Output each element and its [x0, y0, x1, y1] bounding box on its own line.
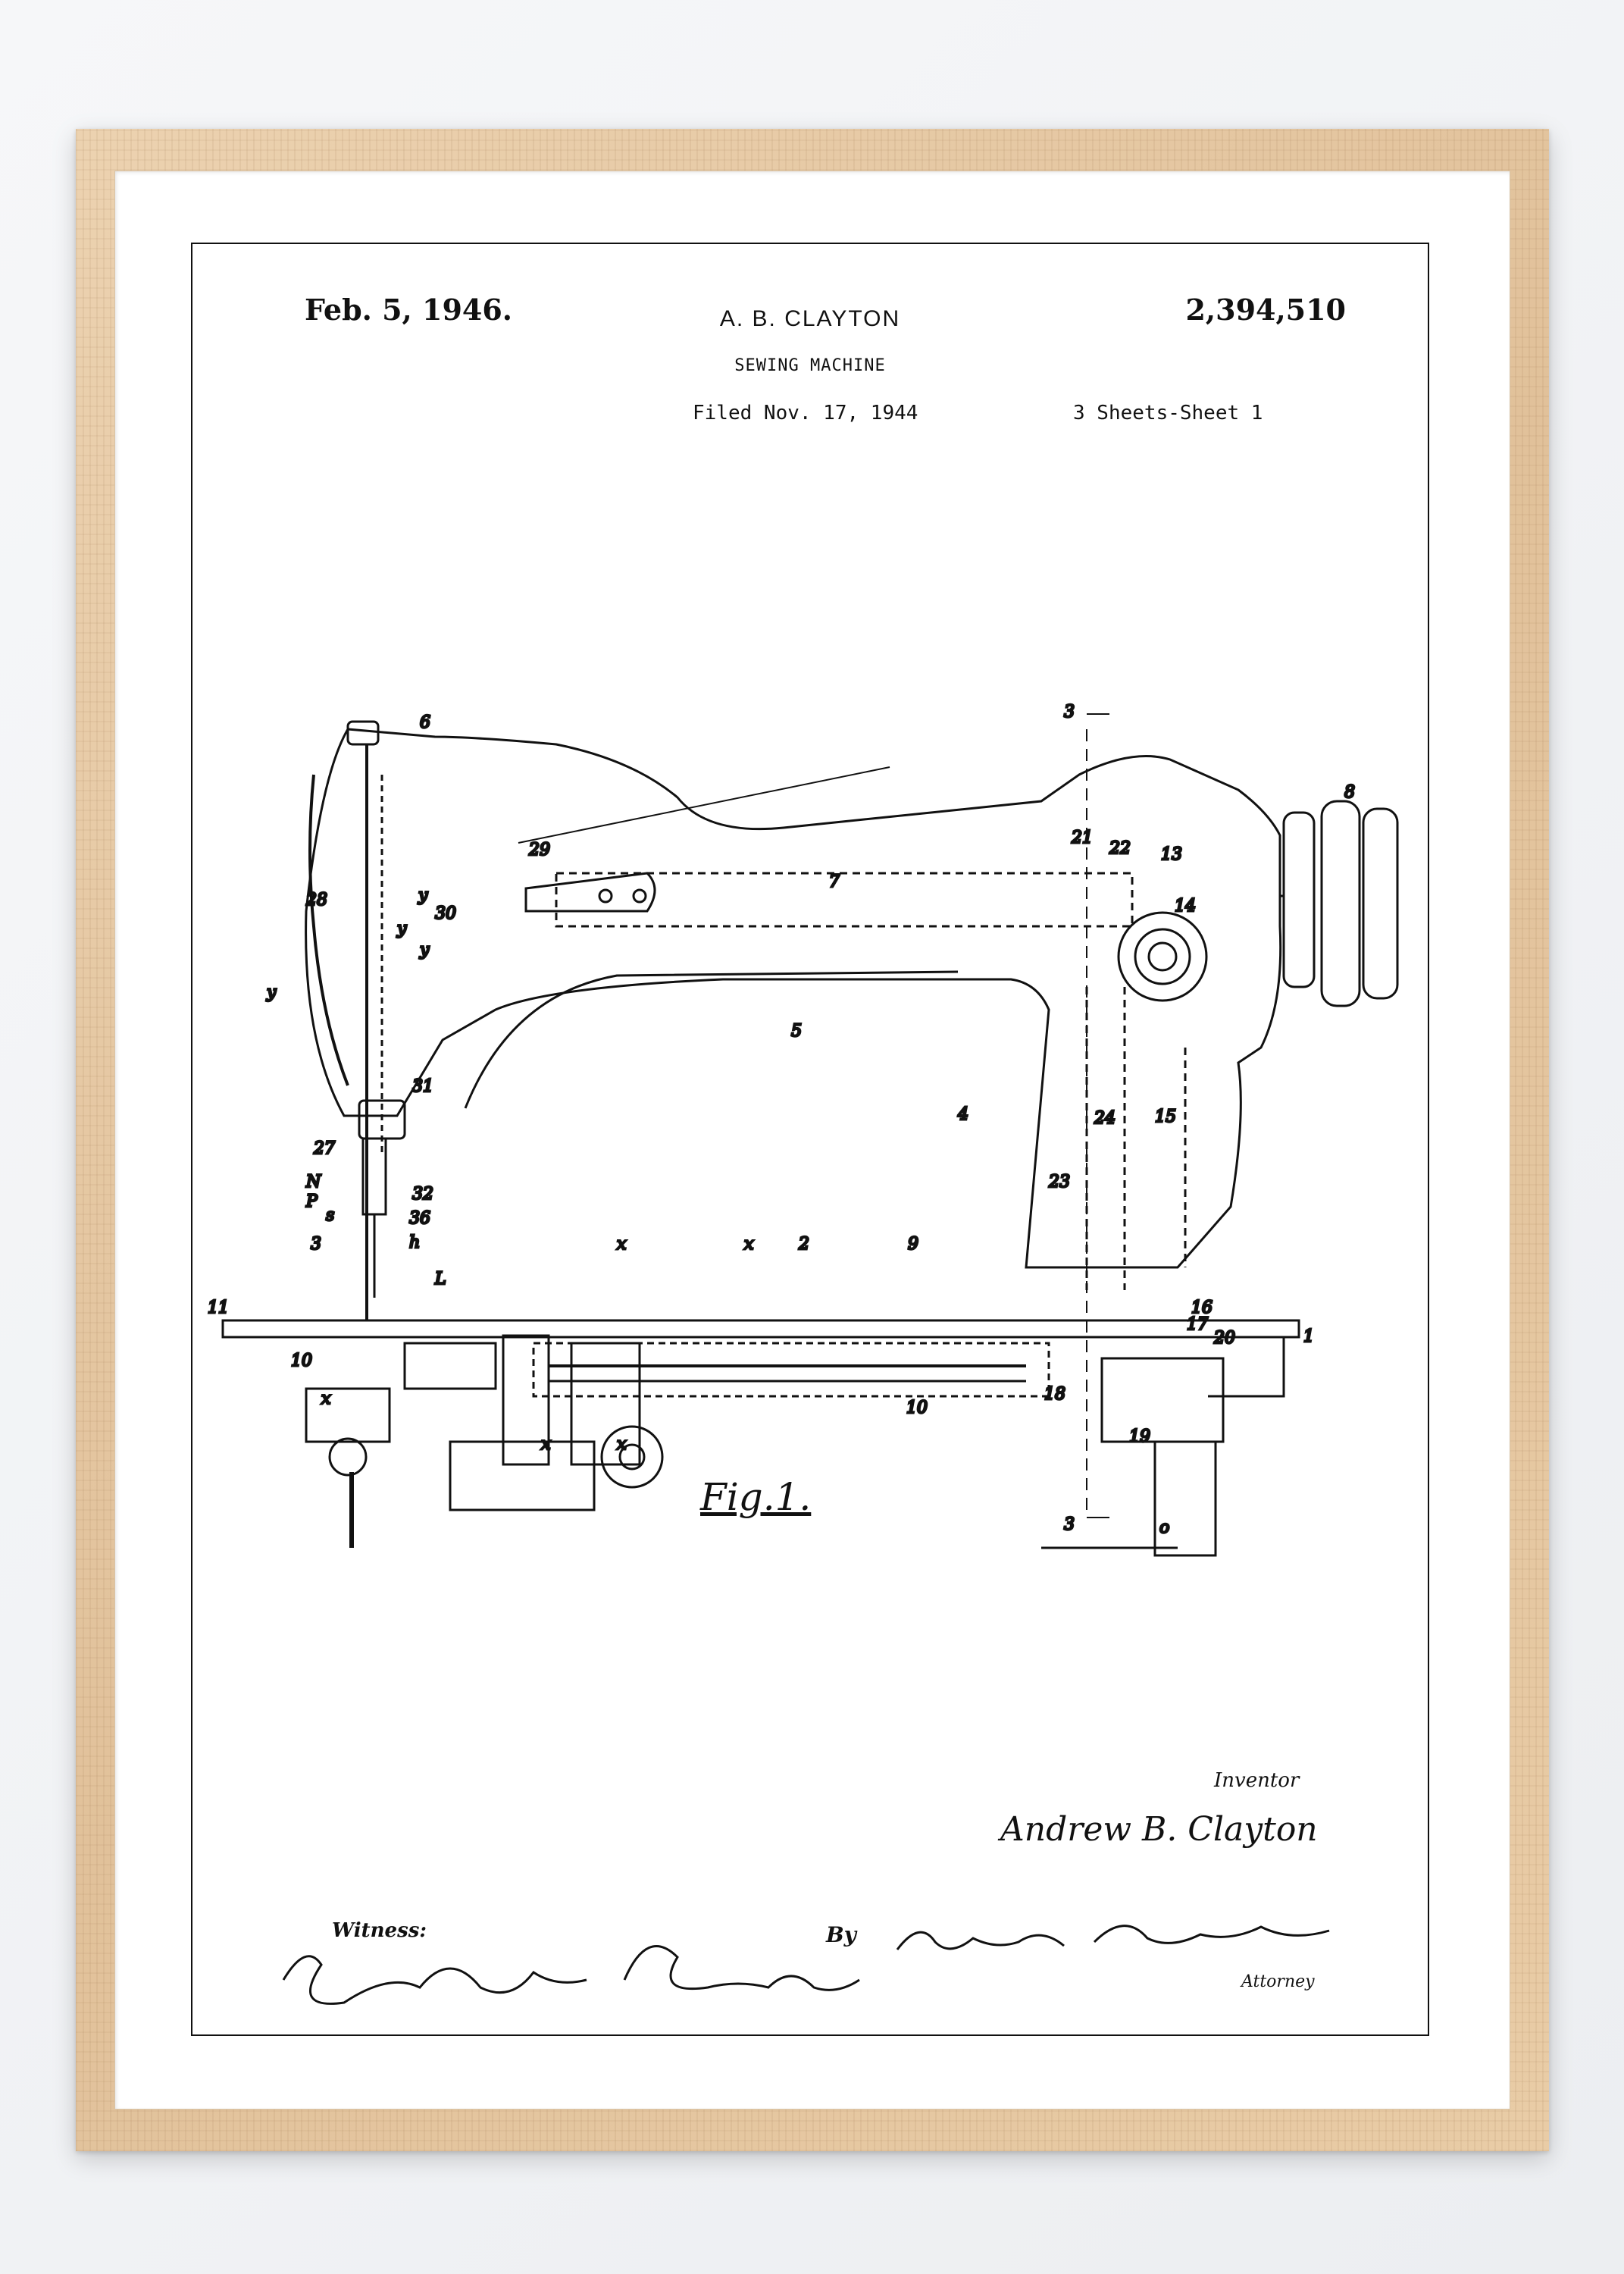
patent-number: 2,394,510 — [1185, 293, 1346, 327]
inventor-heading: A. B. CLAYTON — [719, 306, 901, 331]
svg-text:x: x — [617, 1435, 627, 1454]
patent-sheet: Feb. 5, 1946. A. B. CLAYTON 2,394,510 SE… — [191, 243, 1429, 2036]
svg-text:17: 17 — [1187, 1315, 1208, 1334]
attorney-signature — [896, 1925, 1330, 1950]
svg-text:x: x — [541, 1435, 551, 1454]
filed-date: Filed Nov. 17, 1944 — [693, 402, 918, 424]
svg-text:3: 3 — [311, 1235, 321, 1254]
svg-text:10: 10 — [291, 1352, 312, 1370]
presser-bar-cap — [346, 720, 380, 746]
svg-text:14: 14 — [1175, 897, 1196, 916]
svg-text:L: L — [434, 1270, 446, 1289]
svg-text:30: 30 — [435, 904, 456, 923]
svg-text:1: 1 — [1303, 1327, 1314, 1346]
inventor-signature: Andrew B. Clayton — [1000, 1810, 1318, 1849]
svg-text:16: 16 — [1191, 1298, 1213, 1317]
svg-text:20: 20 — [1213, 1329, 1235, 1348]
reference-numerals: 3 3 6 8 7 21 22 13 14 5 4 24 15 23 29 30… — [207, 702, 1356, 1539]
svg-text:31: 31 — [412, 1077, 433, 1096]
svg-text:x: x — [321, 1389, 331, 1408]
svg-text:21: 21 — [1071, 828, 1093, 847]
svg-text:x: x — [617, 1235, 627, 1254]
svg-text:23: 23 — [1048, 1173, 1070, 1192]
hand-wheel — [1280, 800, 1399, 1007]
svg-text:19: 19 — [1129, 1427, 1150, 1446]
svg-text:4: 4 — [957, 1105, 968, 1124]
svg-text:29: 29 — [528, 841, 550, 860]
witness-signature — [282, 1944, 860, 2005]
svg-text:P: P — [305, 1192, 318, 1211]
svg-text:13: 13 — [1161, 845, 1182, 864]
patent-title: SEWING MACHINE — [734, 356, 886, 375]
svg-text:3: 3 — [1064, 703, 1075, 722]
patent-date: Feb. 5, 1946. — [305, 293, 512, 327]
svg-text:27: 27 — [313, 1139, 335, 1158]
inventor-label: Inventor — [1214, 1769, 1300, 1792]
attorney-label: Attorney — [1241, 1972, 1315, 1991]
svg-text:15: 15 — [1155, 1107, 1176, 1126]
svg-text:y: y — [396, 919, 407, 938]
svg-text:o: o — [1159, 1518, 1169, 1537]
svg-text:10: 10 — [906, 1399, 928, 1417]
svg-text:36: 36 — [409, 1209, 430, 1228]
svg-text:5: 5 — [791, 1022, 802, 1041]
svg-text:7: 7 — [829, 872, 840, 891]
witness-label: Witness: — [332, 1919, 427, 1942]
svg-text:28: 28 — [305, 891, 327, 910]
svg-text:2: 2 — [798, 1235, 809, 1254]
machine-arm-outline — [305, 728, 1282, 1269]
svg-text:y: y — [418, 886, 428, 905]
svg-text:3: 3 — [1064, 1515, 1075, 1534]
sewing-machine-drawing: 3 3 6 8 7 21 22 13 14 5 4 24 15 23 29 30… — [207, 702, 1399, 1557]
svg-text:y: y — [266, 983, 277, 1002]
by-label: By — [826, 1922, 856, 1947]
svg-text:x: x — [744, 1235, 754, 1254]
svg-text:6: 6 — [420, 713, 430, 732]
svg-text:11: 11 — [208, 1298, 229, 1317]
figure-label: Fig.1. — [700, 1475, 812, 1519]
svg-text:N: N — [305, 1173, 321, 1192]
svg-text:8: 8 — [1344, 783, 1355, 802]
svg-text:h: h — [409, 1233, 420, 1252]
svg-text:22: 22 — [1109, 839, 1131, 858]
svg-text:24: 24 — [1094, 1109, 1116, 1128]
svg-text:18: 18 — [1044, 1385, 1065, 1404]
sheet-count: 3 Sheets-Sheet 1 — [1073, 402, 1263, 424]
svg-text:y: y — [419, 941, 430, 960]
svg-text:s: s — [326, 1206, 334, 1225]
svg-text:32: 32 — [412, 1185, 433, 1204]
svg-text:9: 9 — [908, 1235, 918, 1254]
